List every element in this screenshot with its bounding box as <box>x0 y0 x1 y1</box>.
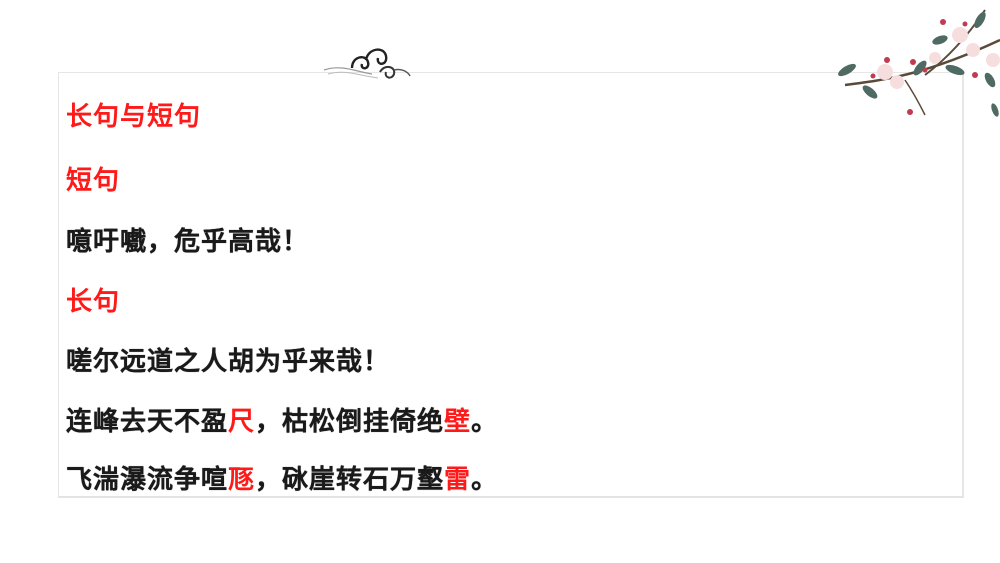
text-segment: 飞湍瀑流争喧 <box>66 465 229 495</box>
text-segment: 连峰去天不盈 <box>66 407 229 437</box>
text-segment: ，枯松倒挂倚绝 <box>255 407 445 437</box>
section-label-long: 长句 <box>66 287 121 317</box>
plum-blossom-branch-icon <box>838 9 1000 117</box>
text-segment: ，砯崖转石万壑 <box>255 465 445 495</box>
section-label-short: 短句 <box>66 166 121 196</box>
cloud-scroll-ornament-icon <box>323 48 411 79</box>
long-sentence-line-2: 连峰去天不盈尺，枯松倒挂倚绝壁。 <box>66 406 498 438</box>
content-frame <box>58 72 964 498</box>
rhyme-highlight: 尺 <box>228 407 256 437</box>
rhyme-highlight: 壁 <box>444 407 472 437</box>
long-sentence-line-3: 飞湍瀑流争喧豗，砯崖转石万壑雷。 <box>66 464 498 496</box>
rhyme-highlight: 雷 <box>444 465 472 495</box>
rhyme-highlight: 豗 <box>228 465 256 495</box>
text-segment: 。 <box>471 465 499 495</box>
text-segment: 噫吁嚱，危乎高哉！ <box>66 227 310 257</box>
short-sentence-line: 噫吁嚱，危乎高哉！ <box>66 226 309 258</box>
text-segment: 嗟尔远道之人胡为乎来哉！ <box>66 347 391 377</box>
text-segment: 。 <box>471 407 499 437</box>
slide-heading: 长句与短句 <box>66 102 202 132</box>
long-sentence-line-1: 嗟尔远道之人胡为乎来哉！ <box>66 346 390 378</box>
